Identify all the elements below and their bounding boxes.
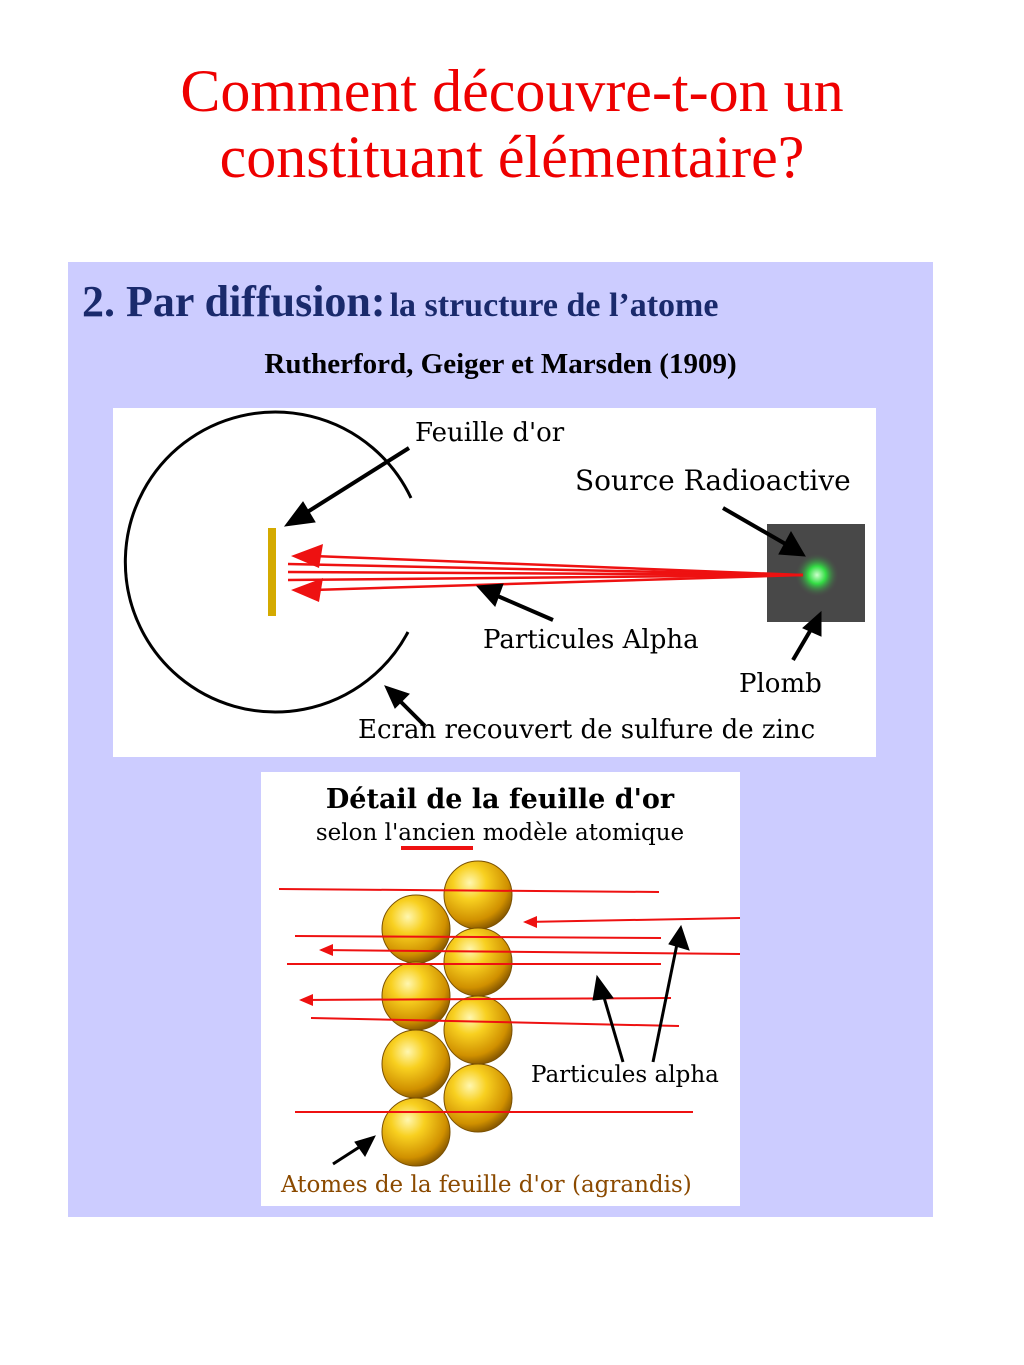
detail-label-alpha: Particules alpha (531, 1062, 719, 1088)
label-alpha-particles: Particules Alpha (483, 625, 699, 655)
authors-line: Rutherford, Geiger et Marsden (1909) (264, 348, 737, 380)
alpha-particle-arrowheads (299, 916, 537, 1006)
gold-foil-detail-svg: Détail de la feuille d'or selon l'ancien… (278, 784, 741, 1198)
experiment-diagram: Feuille d'or Source Radioactive Particul… (113, 408, 876, 757)
title-line-1: Comment découvre-t-on un (180, 58, 844, 124)
alpha-ray-arrowheads (291, 544, 323, 602)
pointer-arrows (283, 446, 822, 728)
title-line-2: constituant élémentaire? (219, 124, 805, 190)
page-title: Comment découvre-t-on un constituant élé… (0, 58, 1024, 190)
gold-atoms (381, 860, 513, 1167)
detail-subtitle-emphasis: ancien (398, 820, 475, 846)
gold-foil-detail-diagram: Détail de la feuille d'or selon l'ancien… (261, 772, 741, 1206)
detail-subtitle-after: modèle atomique (475, 820, 684, 846)
gold-foil (268, 528, 276, 616)
alpha-rays (287, 554, 804, 592)
detail-subtitle-before: selon l' (316, 820, 398, 846)
section-heading-sub: la structure de l’atome (389, 287, 719, 324)
detail-label-atoms: Atomes de la feuille d'or (agrandis) (280, 1172, 692, 1198)
detail-subtitle: selon l'ancien modèle atomique (316, 820, 684, 846)
zinc-screen-arc (123, 410, 413, 714)
content-panel: 2. Par diffusion: la structure de l’atom… (68, 262, 933, 1217)
detail-title: Détail de la feuille d'or (326, 784, 675, 815)
detail-pointer-arrows (332, 924, 690, 1166)
label-gold-foil: Feuille d'or (415, 418, 565, 448)
section-heading: 2. Par diffusion: la structure de l’atom… (82, 276, 922, 327)
label-lead: Plomb (739, 669, 822, 699)
radioactive-source-glow (795, 553, 839, 597)
experiment-diagram-svg: Feuille d'or Source Radioactive Particul… (123, 410, 865, 745)
label-zinc-screen: Ecran recouvert de sulfure de zinc (358, 715, 815, 745)
label-radioactive-source: Source Radioactive (575, 464, 851, 497)
section-heading-main: 2. Par diffusion: (82, 277, 386, 326)
